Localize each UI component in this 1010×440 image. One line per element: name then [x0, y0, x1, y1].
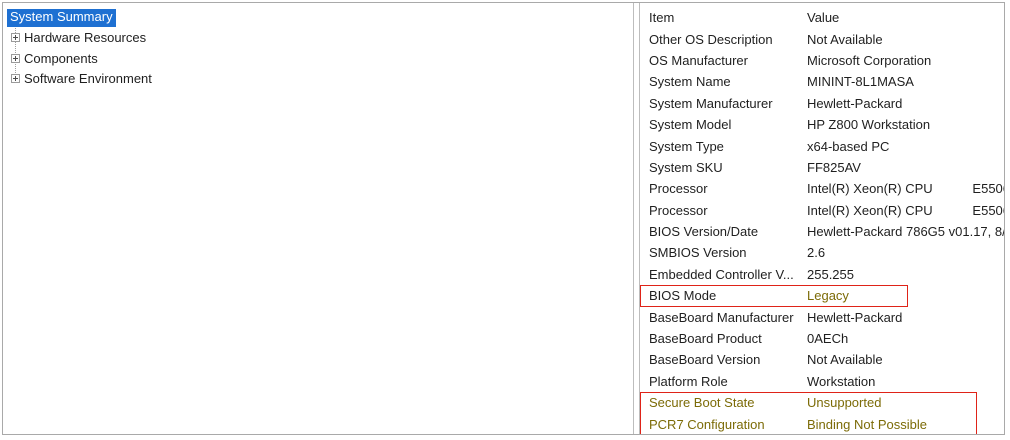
- item-cell: Other OS Description: [649, 31, 773, 47]
- details-row[interactable]: System Name MININT-8L1MASA: [640, 71, 1004, 92]
- details-row[interactable]: BaseBoard Version Not Available: [640, 349, 1004, 370]
- item-cell: Secure Boot State: [649, 395, 755, 411]
- item-cell: Processor: [649, 202, 708, 218]
- category-tree: System Summary Hardware Resources Compon…: [3, 3, 633, 434]
- details-row[interactable]: Processor Intel(R) Xeon(R) CPU E5506: [640, 178, 1004, 199]
- value-cell: Unsupported: [807, 395, 882, 411]
- value-cell: Hewlett-Packard: [807, 309, 903, 325]
- item-cell: OS Manufacturer: [649, 52, 748, 68]
- tree-item-label[interactable]: Hardware Resources: [24, 29, 147, 45]
- value-cell: HP Z800 Workstation: [807, 117, 931, 133]
- item-cell: PCR7 Configuration: [649, 416, 765, 432]
- details-row[interactable]: BaseBoard Product 0AECh: [640, 328, 1004, 349]
- value-cell: Hewlett-Packard: [807, 95, 903, 111]
- system-information-window: System Summary Hardware Resources Compon…: [2, 2, 1005, 435]
- item-cell: System Type: [649, 138, 724, 154]
- value-cell: Hewlett-Packard 786G5 v01.17, 8/: [807, 224, 1004, 240]
- details-row[interactable]: BaseBoard Manufacturer Hewlett-Packard: [640, 306, 1004, 327]
- value-cell: Value: [807, 10, 840, 26]
- tree-item-label-selected[interactable]: System Summary: [7, 8, 116, 27]
- value-cell: x64-based PC: [807, 138, 890, 154]
- details-row[interactable]: OS Manufacturer Microsoft Corporation: [640, 50, 1004, 71]
- tree-item-label[interactable]: Components: [24, 50, 98, 66]
- tree-item-label[interactable]: Software Environment: [24, 71, 152, 87]
- item-cell: Embedded Controller V...: [649, 266, 794, 282]
- item-cell: System Model: [649, 117, 732, 133]
- value-cell: Not Available: [807, 352, 883, 368]
- value-cell: 2.6: [807, 245, 826, 261]
- expand-plus-icon[interactable]: [11, 74, 20, 84]
- details-row[interactable]: System Model HP Z800 Workstation: [640, 114, 1004, 135]
- value-cell: 255.255: [807, 266, 854, 282]
- value-cell: Legacy: [807, 288, 849, 304]
- details-row[interactable]: PCR7 Configuration Binding Not Possible: [640, 413, 1004, 434]
- item-cell: BaseBoard Version: [649, 352, 761, 368]
- value-cell: Intel(R) Xeon(R) CPU E5506: [807, 202, 1004, 218]
- details-row[interactable]: Processor Intel(R) Xeon(R) CPU E5506: [640, 200, 1004, 221]
- item-cell: Item: [649, 10, 675, 26]
- value-cell: 0AECh: [807, 331, 849, 347]
- pane-splitter[interactable]: [634, 3, 640, 434]
- details-pane: Item Value Other OS Description Not Avai…: [640, 3, 1004, 434]
- value-cell: MININT-8L1MASA: [807, 74, 914, 90]
- tree-item-system-summary[interactable]: System Summary: [3, 8, 633, 27]
- value-cell: Not Available: [807, 31, 883, 47]
- item-cell: System Name: [649, 74, 731, 90]
- value-cell: Workstation: [807, 373, 876, 389]
- details-row[interactable]: System Type x64-based PC: [640, 135, 1004, 156]
- item-cell: System SKU: [649, 159, 723, 175]
- navigation-tree-pane: System Summary Hardware Resources Compon…: [3, 3, 634, 434]
- details-row[interactable]: Platform Role Workstation: [640, 371, 1004, 392]
- item-cell: BaseBoard Manufacturer: [649, 309, 794, 325]
- details-list: Item Value Other OS Description Not Avai…: [640, 7, 1004, 434]
- value-cell: Binding Not Possible: [807, 416, 927, 432]
- details-row[interactable]: System Manufacturer Hewlett-Packard: [640, 93, 1004, 114]
- details-row[interactable]: System SKU FF825AV: [640, 157, 1004, 178]
- item-cell: BaseBoard Product: [649, 331, 762, 347]
- value-cell: FF825AV: [807, 159, 861, 175]
- item-cell: BIOS Version/Date: [649, 224, 759, 240]
- item-cell: SMBIOS Version: [649, 245, 747, 261]
- details-row[interactable]: Other OS Description Not Available: [640, 28, 1004, 49]
- tree-children: Hardware Resources Components Software E…: [3, 27, 633, 89]
- expand-plus-icon[interactable]: [11, 53, 20, 63]
- tree-item-components[interactable]: Components: [3, 48, 633, 69]
- details-row[interactable]: BIOS Version/Date Hewlett-Packard 786G5 …: [640, 221, 1004, 242]
- value-cell: Intel(R) Xeon(R) CPU E5506: [807, 181, 1004, 197]
- item-cell: Platform Role: [649, 373, 728, 389]
- item-cell: System Manufacturer: [649, 95, 773, 111]
- value-cell: Microsoft Corporation: [807, 52, 932, 68]
- details-row[interactable]: Embedded Controller V... 255.255: [640, 264, 1004, 285]
- details-row[interactable]: Secure Boot State Unsupported: [640, 392, 1004, 413]
- tree-item-hardware-resources[interactable]: Hardware Resources: [3, 27, 633, 48]
- expand-plus-icon[interactable]: [11, 32, 20, 42]
- tree-item-software-environment[interactable]: Software Environment: [3, 68, 633, 89]
- tree-connector-line: [15, 25, 16, 81]
- item-cell: Processor: [649, 181, 708, 197]
- details-row[interactable]: BIOS Mode Legacy: [640, 285, 1004, 306]
- details-row[interactable]: SMBIOS Version 2.6: [640, 242, 1004, 263]
- item-cell: BIOS Mode: [649, 288, 717, 304]
- details-header-row: Item Value: [640, 7, 1004, 28]
